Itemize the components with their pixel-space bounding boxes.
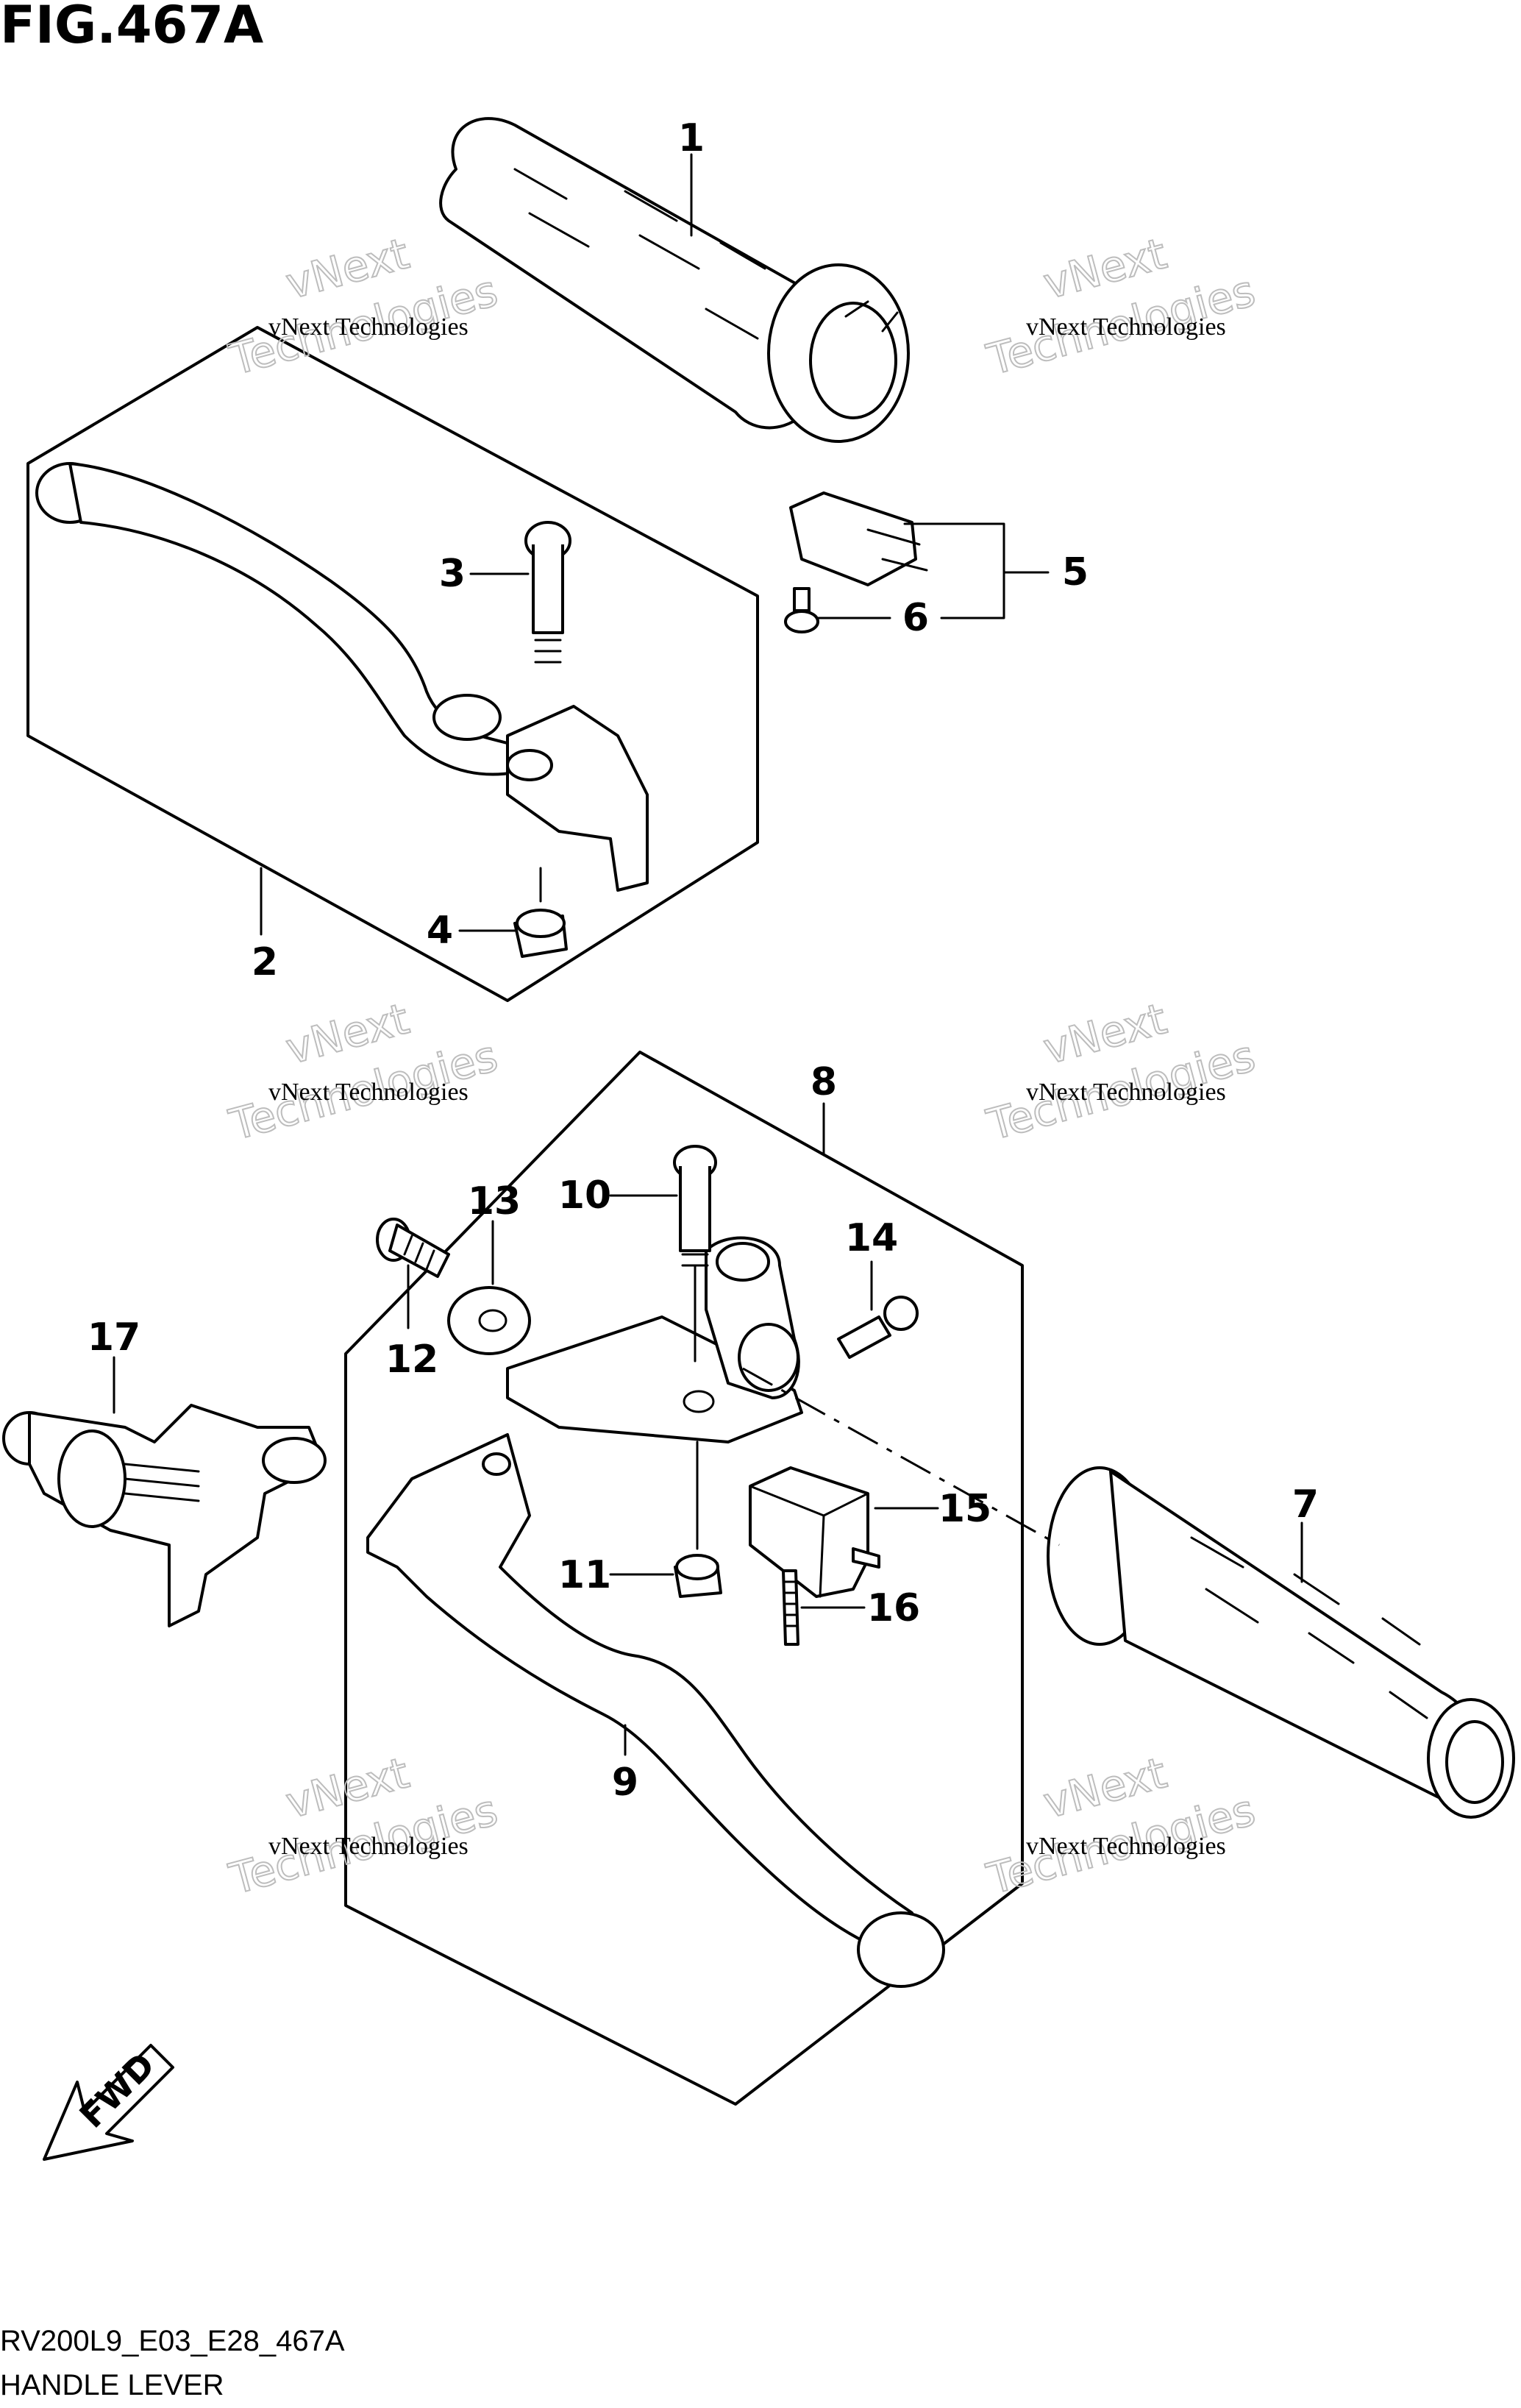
callout-6: 6 (902, 596, 929, 640)
throttle-grip[interactable] (439, 117, 910, 443)
callout-12: 12 (385, 1338, 438, 1382)
clutch-switch-screw[interactable] (782, 1569, 799, 1646)
switch-screw[interactable] (784, 587, 819, 633)
callout-9: 9 (612, 1761, 638, 1805)
watermark-tl: vNext Technologies vNext Technologies (224, 227, 503, 386)
forward-direction-arrow: FWD (43, 2044, 174, 2161)
section-name: HANDLE LEVER (0, 2369, 224, 2401)
left-handlebar-grip[interactable] (1047, 1466, 1515, 1819)
adjuster-locknut[interactable] (447, 1286, 531, 1355)
clutch-lever-holder[interactable] (506, 1236, 803, 1443)
watermark-ml: vNext Technologies vNext Technologies (224, 992, 503, 1151)
leader-lines (113, 153, 1303, 1756)
callout-1: 1 (678, 116, 705, 160)
pivot-bolt[interactable] (524, 521, 571, 664)
clutch-lever-group-frame (344, 1051, 1024, 2106)
callout-14: 14 (845, 1216, 898, 1260)
clutch-pivot-nut[interactable] (674, 1554, 722, 1598)
callout-5: 5 (1062, 550, 1089, 594)
brake-lever-group-frame (26, 326, 759, 1002)
front-brake-switch[interactable] (789, 491, 928, 586)
lever-dust-boot[interactable] (2, 1404, 327, 1627)
callout-17: 17 (88, 1315, 140, 1360)
assembly-centre-line (742, 1367, 1060, 1546)
svg-text:vNext Technologies: vNext Technologies (268, 1079, 469, 1106)
watermark-br: vNext Technologies vNext Technologies (981, 1747, 1261, 1905)
brake-lever[interactable] (35, 462, 649, 892)
callout-7: 7 (1292, 1482, 1319, 1527)
callout-3: 3 (439, 552, 466, 596)
clutch-lever[interactable] (366, 1433, 945, 1988)
watermark-tr: vNext Technologies vNext Technologies (981, 227, 1261, 386)
callout-10: 10 (558, 1173, 611, 1218)
callout-4: 4 (427, 909, 453, 953)
adjuster-screw[interactable] (376, 1218, 450, 1278)
svg-text:vNext Technologies: vNext Technologies (268, 1833, 469, 1860)
watermark-mr: vNext Technologies vNext Technologies (981, 992, 1261, 1151)
figure-title: FIG.467A (0, 0, 263, 55)
clutch-switch[interactable] (749, 1466, 880, 1598)
watermarks: vNext Technologies vNext Technologies vN… (224, 227, 1261, 1905)
svg-text:vNext Technologies: vNext Technologies (1026, 313, 1226, 341)
watermark-bl: vNext Technologies vNext Technologies (224, 1747, 503, 1905)
callout-15: 15 (938, 1487, 991, 1531)
svg-text:vNext Technologies: vNext Technologies (1026, 1079, 1226, 1106)
callout-labels: 1 2 3 4 5 6 7 8 9 10 11 12 13 14 15 16 1… (88, 116, 1319, 1805)
pivot-nut[interactable] (513, 909, 568, 958)
model-code: RV200L9_E03_E28_467A (0, 2325, 345, 2357)
callout-8: 8 (811, 1060, 837, 1104)
callout-2: 2 (252, 940, 278, 984)
svg-text:vNext Technologies: vNext Technologies (268, 313, 469, 341)
callout-16: 16 (867, 1586, 920, 1630)
clutch-pivot-bolt[interactable] (673, 1145, 717, 1267)
svg-text:vNext Technologies: vNext Technologies (1026, 1833, 1226, 1860)
callout-13: 13 (468, 1179, 521, 1223)
callout-11: 11 (558, 1553, 611, 1597)
holder-clamp-bolt[interactable] (837, 1296, 919, 1359)
